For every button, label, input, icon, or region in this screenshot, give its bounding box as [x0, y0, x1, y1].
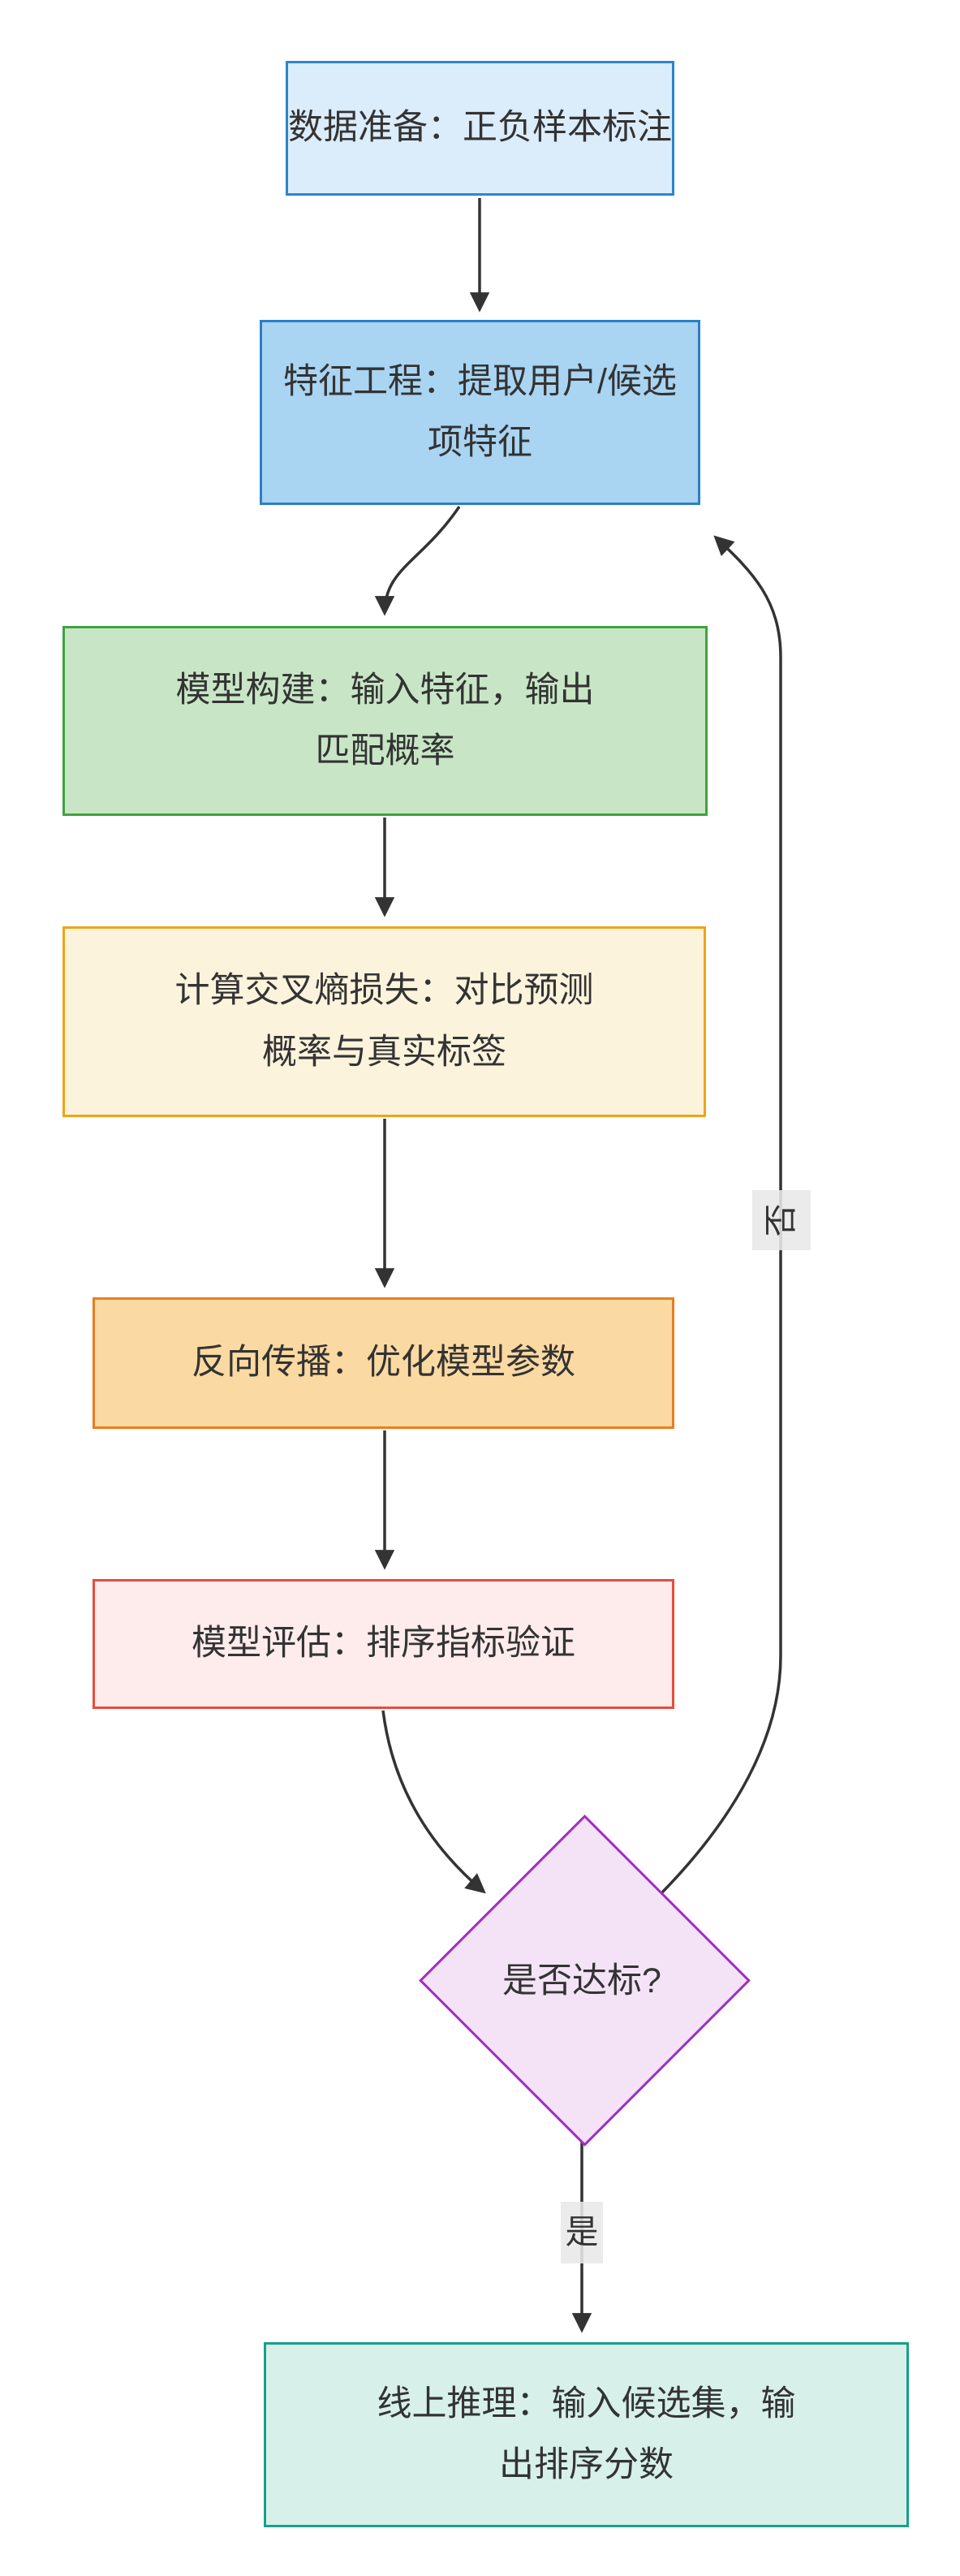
- node-feature-eng: 特征工程：提取用户/候选 项特征: [260, 320, 700, 505]
- node-online-infer-label: 线上推理：输入候选集，输 出排序分数: [377, 2384, 796, 2484]
- edge-label-yes: 是: [561, 2202, 603, 2263]
- node-decision: 是否达标?: [420, 1815, 744, 2140]
- edge-label-no-text: 否: [762, 1203, 800, 1237]
- edge-modeleval-decision: [381, 1710, 486, 1894]
- node-model-build: 模型构建：输入特征，输出 匹配概率: [62, 626, 708, 816]
- edge-label-yes-text: 是: [565, 2213, 599, 2251]
- node-feature-eng-label: 特征工程：提取用户/候选 项特征: [283, 361, 677, 462]
- node-data-prep: 数据准备：正负样本标注: [286, 61, 674, 196]
- node-model-build-label: 模型构建：输入特征，输出 匹配概率: [175, 670, 595, 770]
- node-decision-label: 是否达标?: [502, 1961, 661, 2000]
- node-backprop-label: 反向传播：优化模型参数: [192, 1343, 575, 1383]
- edge-label-no: 否: [752, 1190, 811, 1250]
- node-cross-entropy: 计算交叉熵损失：对比预测 概率与真实标签: [62, 926, 706, 1117]
- edge-decision-featureeng-feedback: [660, 535, 782, 1895]
- node-model-eval: 模型评估：排序指标验证: [93, 1579, 674, 1709]
- node-online-infer: 线上推理：输入候选集，输 出排序分数: [264, 2342, 909, 2527]
- node-data-prep-label: 数据准备：正负样本标注: [288, 108, 672, 148]
- node-model-eval-label: 模型评估：排序指标验证: [192, 1624, 575, 1663]
- node-cross-entropy-label: 计算交叉熵损失：对比预测 概率与真实标签: [174, 971, 594, 1072]
- node-backprop: 反向传播：优化模型参数: [93, 1297, 674, 1429]
- edge-featureeng-modelbuild: [374, 506, 461, 616]
